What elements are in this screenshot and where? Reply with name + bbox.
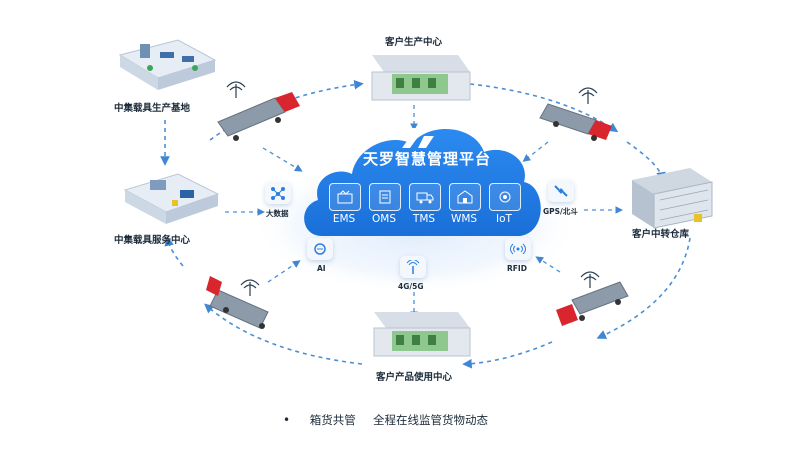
truck-top-right [539, 87, 612, 141]
node-label-service-center: 中集载具服务中心 [114, 235, 191, 246]
vehicle-production-base-illustration [118, 39, 217, 90]
node-label-customer-production: 客户生产中心 [385, 37, 443, 48]
node-label-production-base: 中集载具生产基地 [114, 103, 191, 114]
module-label-tms: TMS [412, 213, 436, 225]
transit-warehouse-illustration [632, 168, 713, 229]
rfid-icon [505, 238, 531, 260]
module-label-ems: EMS [332, 213, 356, 225]
truck-top-left [217, 81, 300, 141]
bigdata-icon [265, 182, 291, 204]
footer-caption: • 箱货共管 全程在线监管货物动态 [283, 412, 488, 428]
network-signal-icon [400, 256, 426, 278]
footer-bullet: • [283, 413, 291, 427]
tech-label-network: 4G/5G [398, 282, 424, 291]
ai-icon [307, 238, 333, 260]
ring-top-right [469, 83, 619, 133]
platform-logo-icon [402, 128, 434, 148]
footer-part1: 箱货共管 [309, 413, 356, 427]
customer-production-container [371, 55, 471, 101]
ring-right-upper [626, 141, 666, 182]
footer-part2: 全程在线监管货物动态 [373, 413, 489, 427]
tms-module-icon [409, 183, 441, 211]
module-label-wms: WMS [450, 213, 478, 225]
iot-module-icon [489, 183, 521, 211]
node-label-customer-use: 客户产品使用中心 [376, 372, 453, 383]
platform-title: 天罗智慧管理平台 [363, 150, 492, 168]
ring-bottom-right [462, 341, 553, 369]
oms-module-icon [369, 183, 401, 211]
wms-module-icon [449, 183, 481, 211]
tech-label-ai: AI [317, 264, 326, 273]
module-label-iot: IoT [496, 213, 512, 225]
vehicle-service-center-illustration [123, 173, 220, 224]
satellite-icon [548, 180, 574, 202]
module-label-oms: OMS [372, 213, 396, 225]
ring-left [164, 236, 184, 267]
node-label-transit-warehouse: 客户中转仓库 [632, 229, 690, 240]
tech-label-gps: GPS/北斗 [543, 207, 578, 216]
truck-bottom-right [556, 271, 629, 326]
truck-bottom-left [206, 276, 269, 329]
customer-use-container [373, 312, 471, 357]
tech-label-bigdata: 大数据 [266, 209, 289, 218]
tech-label-rfid: RFID [507, 264, 527, 273]
platform-cloud [304, 129, 541, 236]
ems-module-icon [329, 183, 361, 211]
